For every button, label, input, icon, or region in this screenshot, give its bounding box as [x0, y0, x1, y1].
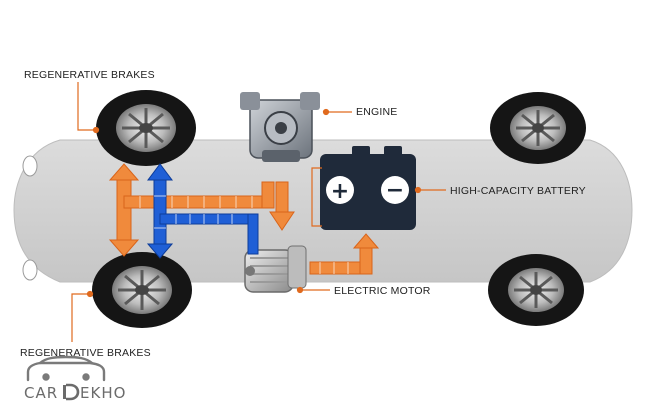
wheel-front-right	[92, 252, 192, 328]
logo-text-prefix: CAR	[24, 384, 58, 402]
battery-plus-symbol: +	[331, 179, 349, 204]
logo-text-suffix: EKHO	[80, 384, 126, 402]
wheel-rear-left	[490, 92, 586, 164]
wheel-front-left	[96, 90, 196, 166]
label-regenerative-brakes-bottom: REGENERATIVE BRAKES	[20, 347, 151, 359]
leader-lines	[71, 82, 446, 342]
label-regenerative-brakes-top: REGENERATIVE BRAKES	[24, 69, 155, 81]
label-electric-motor: ELECTRIC MOTOR	[334, 285, 431, 297]
car-outline-icon	[26, 355, 106, 382]
battery-minus-symbol: −	[386, 178, 404, 203]
electric-motor-icon	[244, 245, 307, 293]
cardekho-logo: CAR EKHO	[24, 355, 126, 402]
wheel-rear-right	[488, 254, 584, 326]
headlight-top	[22, 155, 38, 177]
headlight-bottom	[22, 259, 38, 281]
label-high-capacity-battery: HIGH-CAPACITY BATTERY	[450, 185, 586, 197]
battery-icon: + −	[320, 146, 416, 230]
blue-stripes	[154, 195, 233, 229]
engine-icon	[240, 92, 320, 162]
label-engine: ENGINE	[356, 106, 397, 118]
logo-d-mark	[63, 383, 80, 401]
